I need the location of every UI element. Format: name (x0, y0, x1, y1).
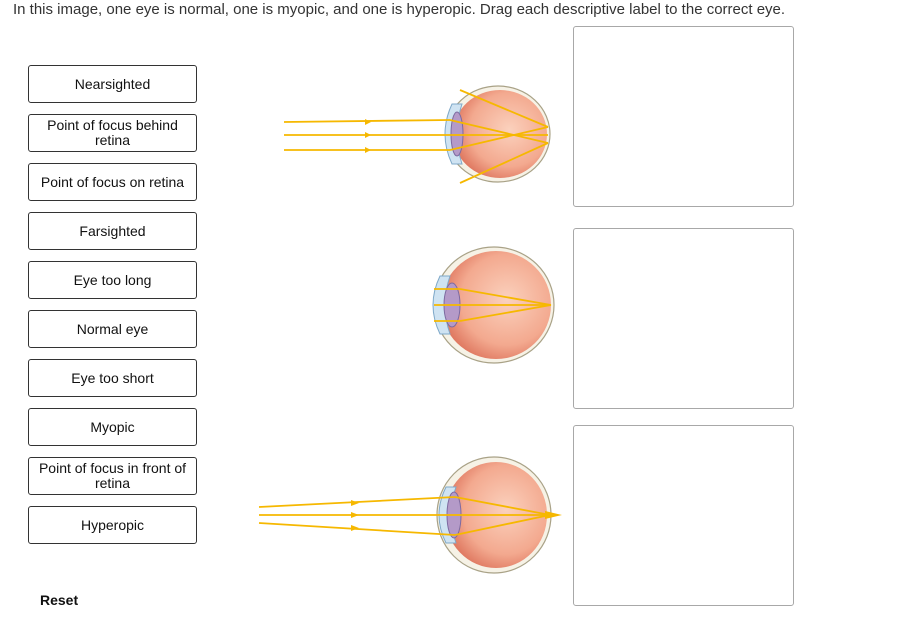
label-farsighted[interactable]: Farsighted (28, 212, 197, 250)
label-focus-on-retina[interactable]: Point of focus on retina (28, 163, 197, 201)
drop-zone-top[interactable] (573, 26, 794, 207)
instructions-text: In this image, one eye is normal, one is… (13, 1, 786, 18)
label-focus-behind-retina[interactable]: Point of focus behind retina (28, 114, 197, 152)
eye-illustration-top (283, 85, 551, 184)
label-myopic[interactable]: Myopic (28, 408, 197, 446)
label-eye-too-long[interactable]: Eye too long (28, 261, 197, 299)
label-eye-too-short[interactable]: Eye too short (28, 359, 197, 397)
label-focus-in-front-of-retina[interactable]: Point of focus in front of retina (28, 457, 197, 495)
reset-button[interactable]: Reset (40, 592, 79, 608)
eye-illustration-middle (432, 246, 555, 364)
drop-zone-middle[interactable] (573, 228, 794, 409)
eye-illustration-bottom (258, 456, 562, 574)
label-hyperopic[interactable]: Hyperopic (28, 506, 197, 544)
label-nearsighted[interactable]: Nearsighted (28, 65, 197, 103)
label-normal-eye[interactable]: Normal eye (28, 310, 197, 348)
drop-zone-bottom[interactable] (573, 425, 794, 606)
